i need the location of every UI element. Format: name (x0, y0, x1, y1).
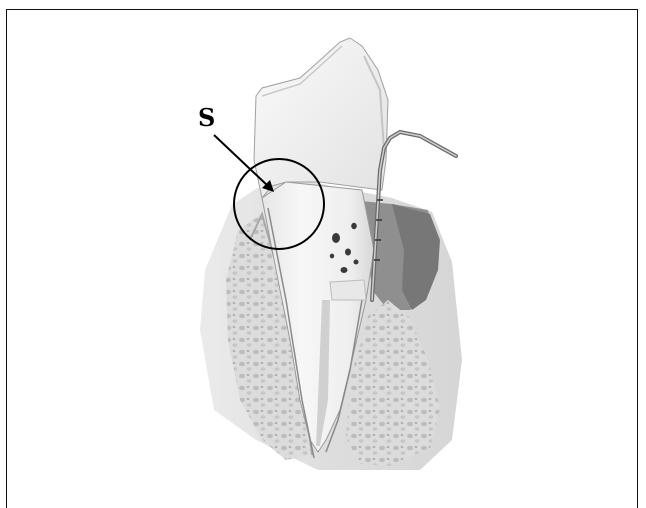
tooth-crown (254, 38, 388, 198)
exposed-root-patch (330, 280, 366, 300)
figure-label-s: S (198, 106, 215, 130)
